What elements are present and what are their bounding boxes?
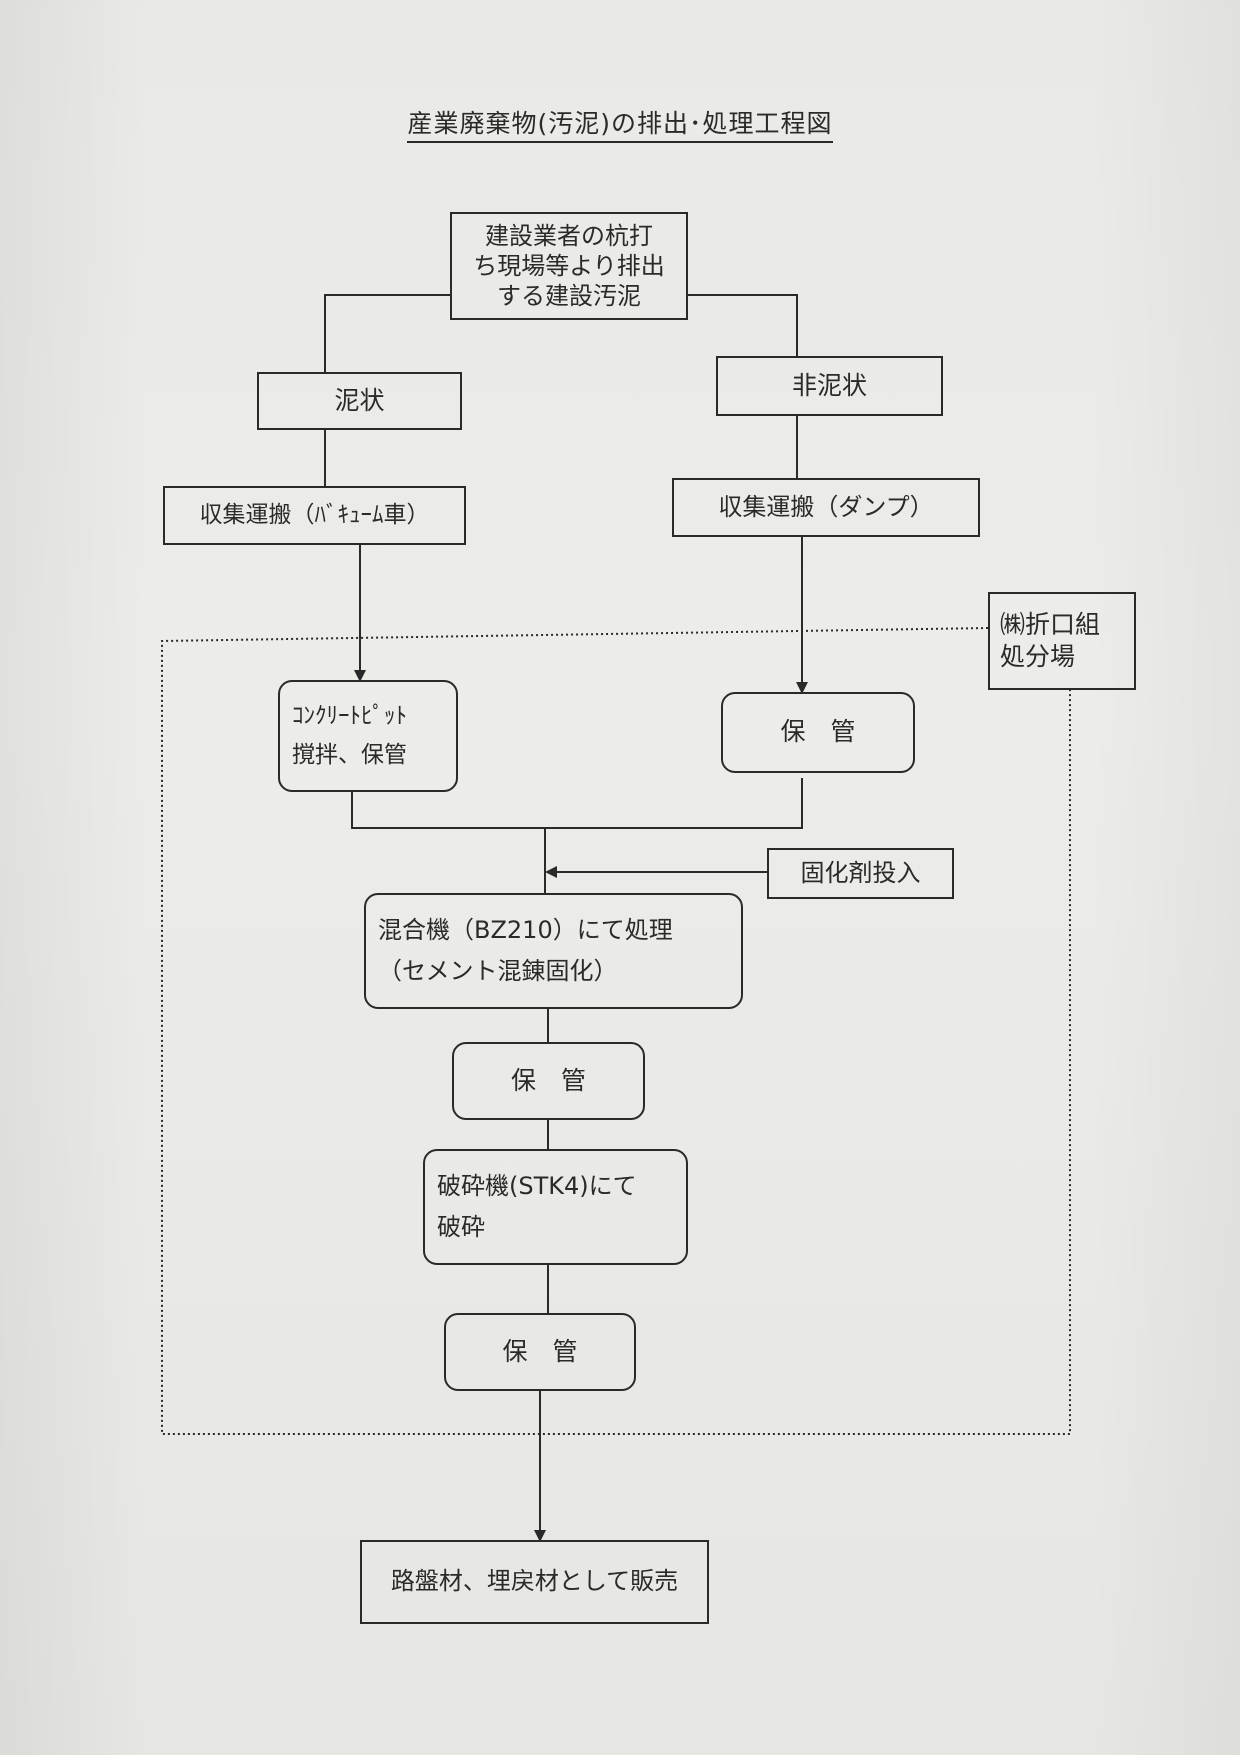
crusher-line-1: 破砕機(STK4)にて: [437, 1172, 637, 1201]
sale-label: 路盤材、埋戻材として販売: [390, 1567, 679, 1596]
facility-label-line-1: ㈱折口組: [1000, 609, 1101, 639]
source-line-1: 建設業者の杭打: [485, 222, 653, 250]
storage-3-label: 保 管: [502, 1336, 578, 1366]
mixer-line-1: 混合機（BZ210）にて処理: [378, 916, 673, 945]
source-line-2: ち現場等より排出: [473, 252, 665, 280]
mixer-line-2: （セメント混錬固化）: [378, 957, 618, 985]
connector-source-right: [688, 294, 798, 356]
concrete-pit-node: ｺﾝｸﾘｰﾄﾋﾟｯﾄ 撹拌、保管: [278, 680, 458, 792]
collect-dump-node: 収集運搬（ダンプ）: [672, 478, 980, 537]
mixer-node: 混合機（BZ210）にて処理 （セメント混錬固化）: [364, 893, 743, 1009]
collect-vacuum-node: 収集運搬（ﾊﾞｷｭｰﾑ車）: [163, 486, 466, 545]
collect-vacuum-label: 収集運搬（ﾊﾞｷｭｰﾑ車）: [199, 501, 430, 528]
storage-node-2: 保 管: [452, 1042, 645, 1120]
concrete-pit-line-2: 撹拌、保管: [292, 742, 407, 768]
facility-label-line-2: 処分場: [1000, 642, 1076, 671]
storage-node-3: 保 管: [444, 1313, 636, 1391]
connector-merge: [351, 778, 803, 829]
crusher-line-2: 破砕: [437, 1213, 485, 1241]
sale-node: 路盤材、埋戻材として販売: [360, 1540, 709, 1624]
concrete-pit-line-1: ｺﾝｸﾘｰﾄﾋﾟｯﾄ: [292, 702, 407, 729]
sludge-label: 泥状: [334, 385, 385, 415]
solidifier-node: 固化剤投入: [767, 848, 954, 899]
storage-1-label: 保 管: [780, 717, 856, 747]
solidifier-label: 固化剤投入: [800, 858, 921, 887]
crusher-node: 破砕機(STK4)にて 破砕: [423, 1149, 688, 1265]
storage-node-1: 保 管: [721, 692, 915, 773]
source-line-3: する建設汚泥: [497, 282, 641, 310]
sludge-node: 泥状: [257, 372, 462, 430]
facility-label-node: ㈱折口組 処分場: [988, 592, 1136, 690]
connector-source-left: [324, 294, 450, 372]
non-sludge-node: 非泥状: [716, 356, 943, 416]
diagram-title-text: 産業廃棄物(汚泥)の排出･処理工程図: [407, 109, 833, 143]
collect-dump-label: 収集運搬（ダンプ）: [718, 492, 934, 521]
diagram-title: 産業廃棄物(汚泥)の排出･処理工程図: [0, 104, 1240, 143]
source-node: 建設業者の杭打 ち現場等より排出 する建設汚泥: [450, 212, 688, 320]
facility-boundary: [161, 627, 1071, 1435]
storage-2-label: 保 管: [510, 1065, 586, 1095]
non-sludge-label: 非泥状: [791, 370, 867, 400]
